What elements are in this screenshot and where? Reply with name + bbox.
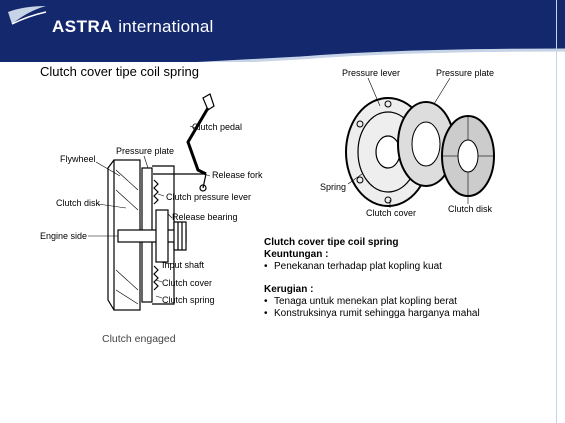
disadvantages-list: Tenaga untuk menekan plat kopling berat … [264,296,554,320]
clutch-drawing [107,93,215,311]
label-spring: Spring [320,182,346,192]
label-clutch-disk: Clutch disk [56,198,101,208]
label-clutch-cover-right: Clutch cover [366,208,416,218]
label-clutch-disk-right: Clutch disk [448,204,493,214]
leader-lines [88,125,211,299]
label-engine-side: Engine side [40,231,87,241]
label-clutch-cover: Clutch cover [162,278,212,288]
disadvantages-heading: Kerugian : [264,284,314,295]
slide-title: Clutch cover tipe coil spring [40,64,199,79]
label-clutch-spring: Clutch spring [162,295,215,305]
figure-caption: Clutch engaged [102,333,176,345]
advantage-item: Penekanan terhadap plat kopling kuat [264,261,554,273]
brand-logo: ASTRA international [52,17,214,37]
logo-swoosh-icon [8,6,47,25]
label-flywheel: Flywheel [60,154,96,164]
label-release-bearing: Release bearing [172,212,238,222]
exploded-leader-lines [347,77,469,208]
brand-name: ASTRA [52,17,114,36]
label-clutch-pressure-lever: Clutch pressure lever [166,192,251,202]
label-input-shaft: Input shaft [162,260,205,270]
advantages-list: Penekanan terhadap plat kopling kuat [264,261,554,273]
disadvantage-item: Tenaga untuk menekan plat kopling berat [264,296,554,308]
label-clutch-pedal: Clutch pedal [192,122,242,132]
advantages-heading: Keuntungan : [264,249,329,260]
info-block: Clutch cover tipe coil spring Keuntungan… [264,237,554,320]
brand-subtitle: international [118,17,214,36]
header-banner: ASTRA international [0,0,565,62]
right-edge-rule [556,0,557,423]
exploded-drawing [345,97,495,207]
disadvantage-item: Konstruksinya rumit sehingga harganya ma… [264,308,554,320]
clutch-engaged-diagram: Clutch pedal Flywheel Pressure plate Rel… [40,93,263,345]
label-pressure-plate: Pressure plate [116,146,174,156]
info-title: Clutch cover tipe coil spring [264,237,399,248]
label-pressure-plate-right: Pressure plate [436,68,494,78]
label-release-fork: Release fork [212,170,263,180]
label-pressure-lever: Pressure lever [342,68,400,78]
clutch-cover-exploded-diagram: Pressure lever Pressure plate Spring Clu… [320,68,495,218]
header-background [0,0,565,62]
